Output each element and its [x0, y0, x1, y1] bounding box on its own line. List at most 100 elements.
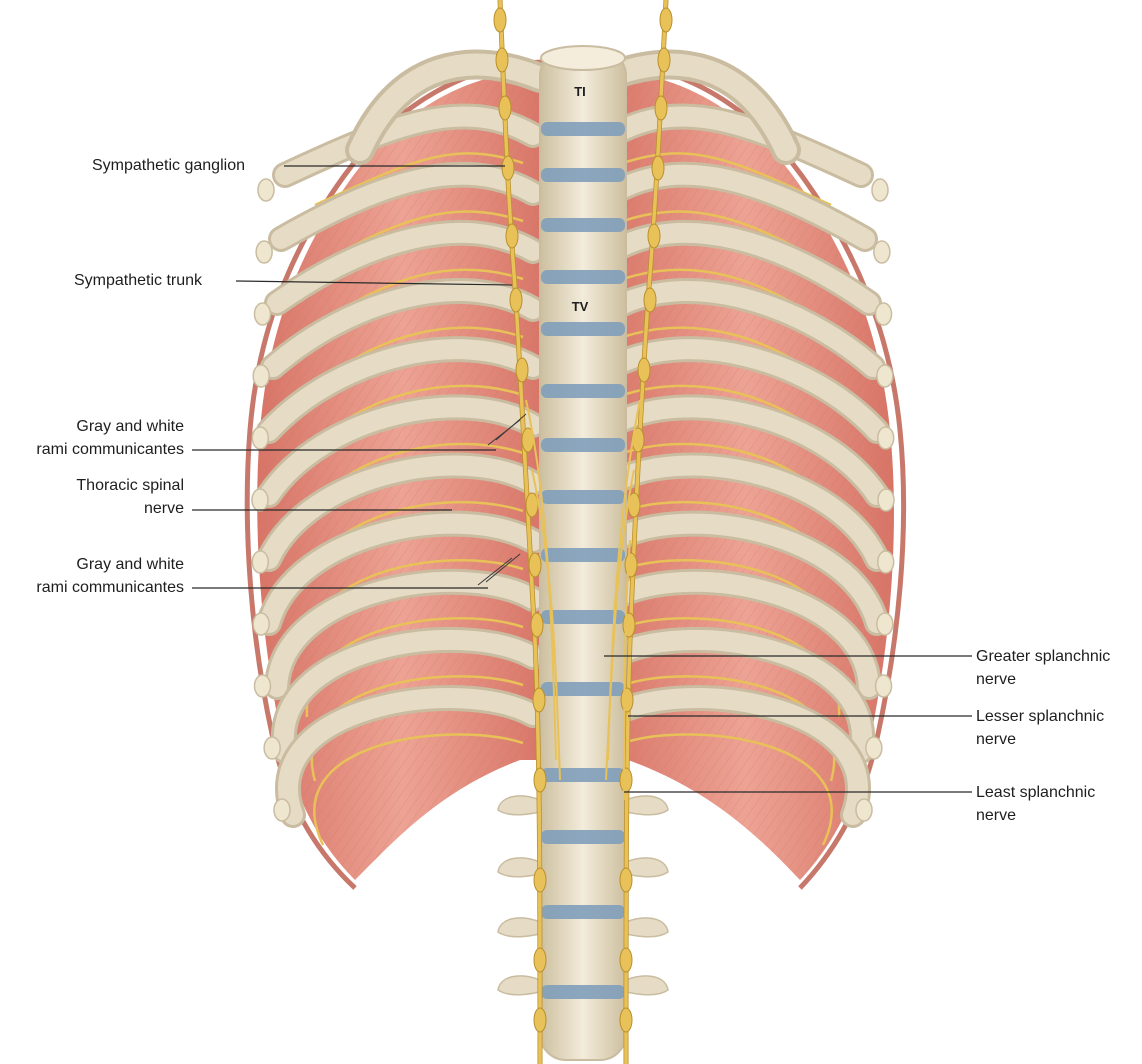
costal-cartilage	[873, 240, 891, 264]
sympathetic-ganglion	[657, 47, 671, 73]
label-line: nerve	[976, 731, 1017, 748]
label-thoracic-spinal-nerve: Thoracic spinal nerve	[76, 474, 184, 520]
rib-highlight	[267, 222, 543, 313]
splanchnic-nerve	[605, 469, 635, 781]
intervertebral-disc	[541, 168, 625, 182]
sympathetic-ganglion	[619, 867, 633, 893]
transverse-process	[497, 857, 541, 878]
costal-cartilage	[876, 550, 895, 574]
sympathetic-ganglion	[505, 223, 519, 249]
leader-sympathetic-trunk	[235, 280, 513, 286]
label-gray-white-rami-upper: Gray and white rami communicantes	[36, 415, 184, 461]
vertebral-column	[497, 45, 669, 1061]
transverse-process	[497, 795, 541, 816]
intervertebral-disc	[541, 985, 625, 999]
splanchnic-nerve	[623, 539, 631, 801]
rib-highlight	[603, 630, 873, 761]
rib-highlight	[267, 571, 543, 697]
intercostal-nerve	[622, 152, 832, 207]
sympathetic-ganglion	[647, 223, 661, 249]
intervertebral-disc	[541, 905, 625, 919]
sympathetic-ganglion	[525, 492, 539, 518]
costal-cartilage	[257, 178, 275, 202]
costal-cartilage	[251, 550, 270, 574]
rib-highlight	[259, 339, 543, 441]
sympathetic-ganglion	[495, 47, 509, 73]
costal-cartilage	[865, 736, 883, 760]
label-gray-white-rami-lower: Gray and white rami communicantes	[36, 553, 184, 599]
sympathetic-ganglion	[528, 552, 542, 578]
sympathetic-ganglion	[493, 7, 507, 33]
sympathetic-ganglion	[533, 1007, 547, 1033]
costal-cartilage	[876, 364, 894, 388]
spine-top	[540, 45, 626, 71]
first-rib-highlight	[595, 53, 797, 161]
costal-cartilage	[263, 736, 281, 760]
label-sympathetic-trunk: Sympathetic trunk	[74, 272, 203, 289]
costal-cartilage	[877, 488, 895, 512]
label-line: Thoracic spinal	[76, 477, 184, 494]
label-line: nerve	[143, 500, 184, 517]
label-line: nerve	[976, 671, 1017, 688]
sympathetic-ganglion	[515, 357, 529, 383]
intervertebral-disc	[541, 270, 625, 284]
costal-cartilage	[253, 674, 272, 698]
rib-highlight	[603, 397, 887, 505]
sympathetic-ganglion	[624, 552, 638, 578]
intercostal-nerve	[622, 733, 833, 846]
rib-highlight	[603, 106, 871, 185]
sympathetic-ganglion	[619, 947, 633, 973]
costal-cartilage	[855, 798, 873, 822]
costal-cartilage	[253, 302, 272, 326]
costal-cartilage	[874, 674, 893, 698]
intervertebral-disc	[541, 768, 625, 782]
costal-cartilage	[876, 612, 894, 636]
rib-highlight	[259, 513, 543, 633]
transverse-process	[625, 917, 669, 938]
rib-highlight	[259, 397, 543, 505]
sympathetic-ganglion	[532, 687, 546, 713]
costal-cartilage	[273, 798, 291, 822]
first-rib-highlight	[349, 53, 551, 161]
label-line: Greater splanchnic	[976, 648, 1111, 665]
rib-highlight	[271, 164, 543, 249]
label-line: rami communicantes	[36, 579, 184, 596]
costal-cartilage	[876, 426, 895, 450]
rib-highlight	[263, 281, 543, 377]
label-line: nerve	[976, 807, 1017, 824]
rib-highlight	[278, 688, 543, 825]
intervertebral-disc	[541, 218, 625, 232]
intervertebral-disc	[541, 610, 625, 624]
sympathetic-ganglion	[533, 947, 547, 973]
sympathetic-ganglion	[509, 287, 523, 313]
rib-highlight	[603, 455, 887, 569]
sympathetic-ganglion	[620, 687, 634, 713]
costal-cartilage	[251, 426, 270, 450]
label-greater-splanchnic: Greater splanchnic nerve	[976, 645, 1110, 691]
label-line: Least splanchnic	[976, 784, 1096, 801]
label-lesser-splanchnic: Lesser splanchnic nerve	[976, 705, 1104, 751]
vertebra-label-t5: TV	[571, 299, 589, 314]
transverse-process	[625, 795, 669, 816]
intervertebral-disc	[541, 830, 625, 844]
rib-highlight	[273, 630, 543, 761]
transverse-process	[497, 975, 541, 996]
sympathetic-ganglion	[533, 867, 547, 893]
rami-communicantes	[495, 413, 527, 441]
sympathetic-trunks	[477, 0, 673, 1064]
costal-cartilage	[252, 612, 270, 636]
transverse-process	[625, 857, 669, 878]
sympathetic-ganglion	[659, 7, 673, 33]
label-line: rami communicantes	[36, 441, 184, 458]
rib-highlight	[603, 281, 883, 377]
label-least-splanchnic: Least splanchnic nerve	[976, 781, 1095, 827]
rami-communicantes	[477, 557, 513, 586]
label-line: Gray and white	[76, 556, 184, 573]
sympathetic-ganglion	[619, 1007, 633, 1033]
transverse-process	[625, 975, 669, 996]
intercostal-nerve	[313, 733, 524, 846]
costal-cartilage	[255, 240, 273, 264]
rib-highlight	[603, 571, 879, 697]
sympathetic-ganglion	[501, 155, 515, 181]
